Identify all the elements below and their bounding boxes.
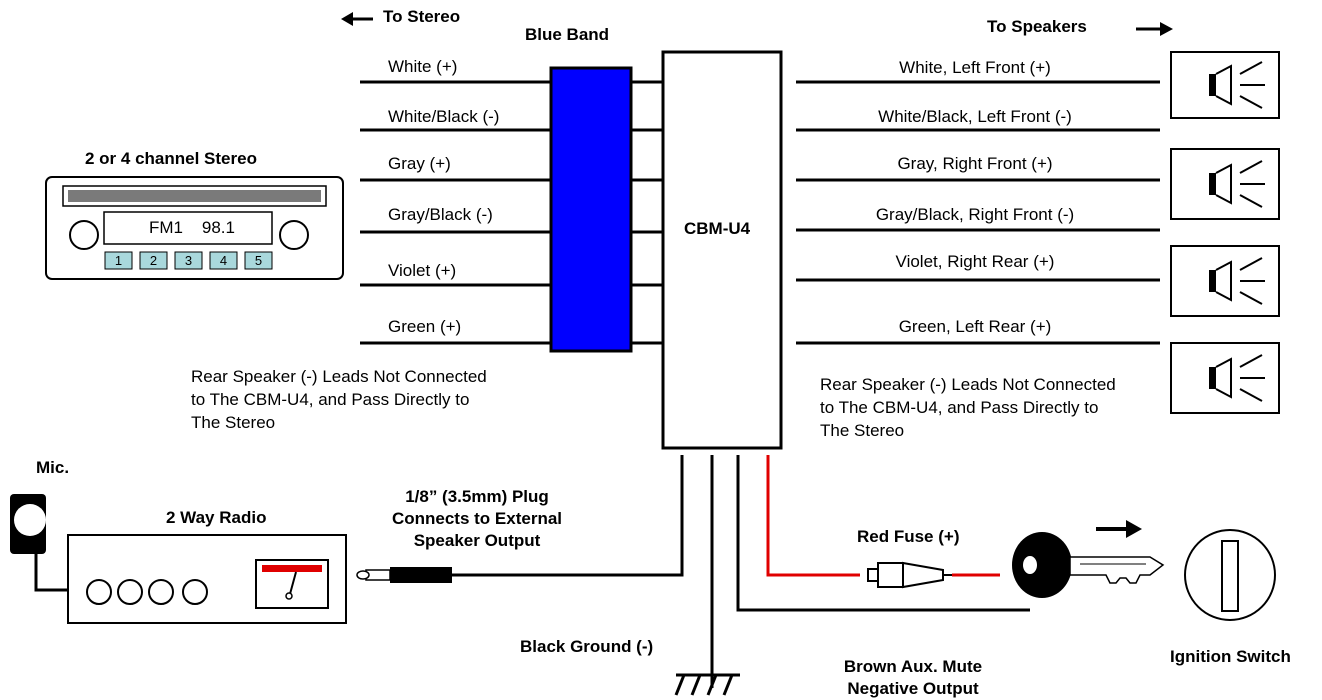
left-wire-label: Gray (+) (388, 154, 451, 173)
preset-label: 5 (254, 253, 263, 268)
radio-title: 2 Way Radio (166, 508, 267, 527)
right-wire-label: White, Left Front (+) (899, 58, 1051, 77)
fuse-icon (867, 561, 952, 589)
to-speakers-label: To Speakers (987, 17, 1087, 36)
rear-note-left: Rear Speaker (-) Leads Not Connected to … (191, 367, 487, 432)
speaker-icon (1209, 74, 1216, 96)
right-wire-label: Violet, Right Rear (+) (895, 252, 1055, 271)
preset-label: 3 (184, 253, 193, 268)
blue-band (549, 66, 633, 353)
radio-knob (86, 579, 112, 605)
microphone-icon (10, 494, 68, 592)
right-wire-label: Gray/Black, Right Front (-) (875, 205, 1075, 224)
to-stereo-label: To Stereo (383, 7, 461, 26)
preset-button-5 (244, 251, 273, 270)
arrow-left-icon (341, 12, 373, 26)
cbm-u4-module (661, 50, 783, 450)
mute-label: Brown Aux. Mute Negative Output (843, 657, 983, 698)
preset-label: 1 (114, 253, 123, 268)
module-label: CBM-U4 (684, 219, 751, 238)
ignition-switch-icon (1184, 529, 1276, 621)
radio-knob (182, 579, 208, 605)
speaker-icon (1209, 173, 1216, 195)
stereo-unit (45, 176, 344, 280)
left-wire-label: Gray/Black (-) (388, 205, 493, 224)
module-bottom-wires (450, 455, 1030, 688)
left-wire-label: White/Black (-) (388, 107, 500, 126)
wire-brown-mute (736, 455, 1030, 612)
key-icon (1012, 532, 1165, 598)
rear-note-right: Rear Speaker (-) Leads Not Connected to … (820, 375, 1116, 440)
right-wire-label: Green, Left Rear (+) (898, 317, 1052, 336)
stereo-display-text: FM1 98.1 (149, 218, 235, 237)
speaker-icon (1209, 367, 1216, 389)
meter-bar (262, 565, 322, 572)
preset-button-4 (209, 251, 238, 270)
right-wire-label: Gray, Right Front (+) (897, 154, 1053, 173)
radio-knob (148, 579, 174, 605)
plug-icon (356, 567, 452, 583)
tape-slot (68, 190, 321, 202)
stereo-display (103, 211, 273, 245)
stereo-title: 2 or 4 channel Stereo (85, 149, 257, 168)
arrow-right-icon (1136, 22, 1173, 36)
preset-button-1 (104, 251, 133, 270)
right-wire-label: White/Black, Left Front (-) (878, 107, 1072, 126)
preset-buttons (104, 251, 273, 270)
preset-button-2 (139, 251, 168, 270)
left-wire-label: Green (+) (388, 317, 462, 336)
volume-knob-right (279, 220, 309, 250)
preset-label: 2 (149, 253, 158, 268)
mic-label: Mic. (36, 458, 70, 477)
wire-red-fuse (766, 455, 860, 577)
speaker-2 (1170, 148, 1280, 220)
preset-label: 4 (219, 253, 228, 268)
left-wire-label: Violet (+) (388, 261, 457, 280)
speaker-3 (1170, 245, 1280, 317)
volume-knob-left (69, 220, 99, 250)
two-way-radio (67, 534, 347, 624)
speaker-1 (1170, 51, 1280, 119)
preset-button-3 (174, 251, 203, 270)
blue-band-label: Blue Band (525, 25, 610, 44)
left-wire-label: White (+) (388, 57, 458, 76)
speaker-icon (1209, 270, 1216, 292)
radio-knob (117, 579, 143, 605)
fuse-label: Red Fuse (+) (857, 527, 960, 546)
speaker-4 (1170, 342, 1280, 414)
right-wires (796, 80, 1160, 345)
ignition-label: Ignition Switch (1170, 647, 1291, 666)
plug-label: 1/8” (3.5mm) Plug Connects to External S… (391, 487, 563, 550)
ground-icon (674, 673, 740, 696)
wire-radio-output (450, 455, 684, 577)
ground-label: Black Ground (-) (520, 637, 654, 656)
arrow-right-icon (1096, 520, 1142, 538)
